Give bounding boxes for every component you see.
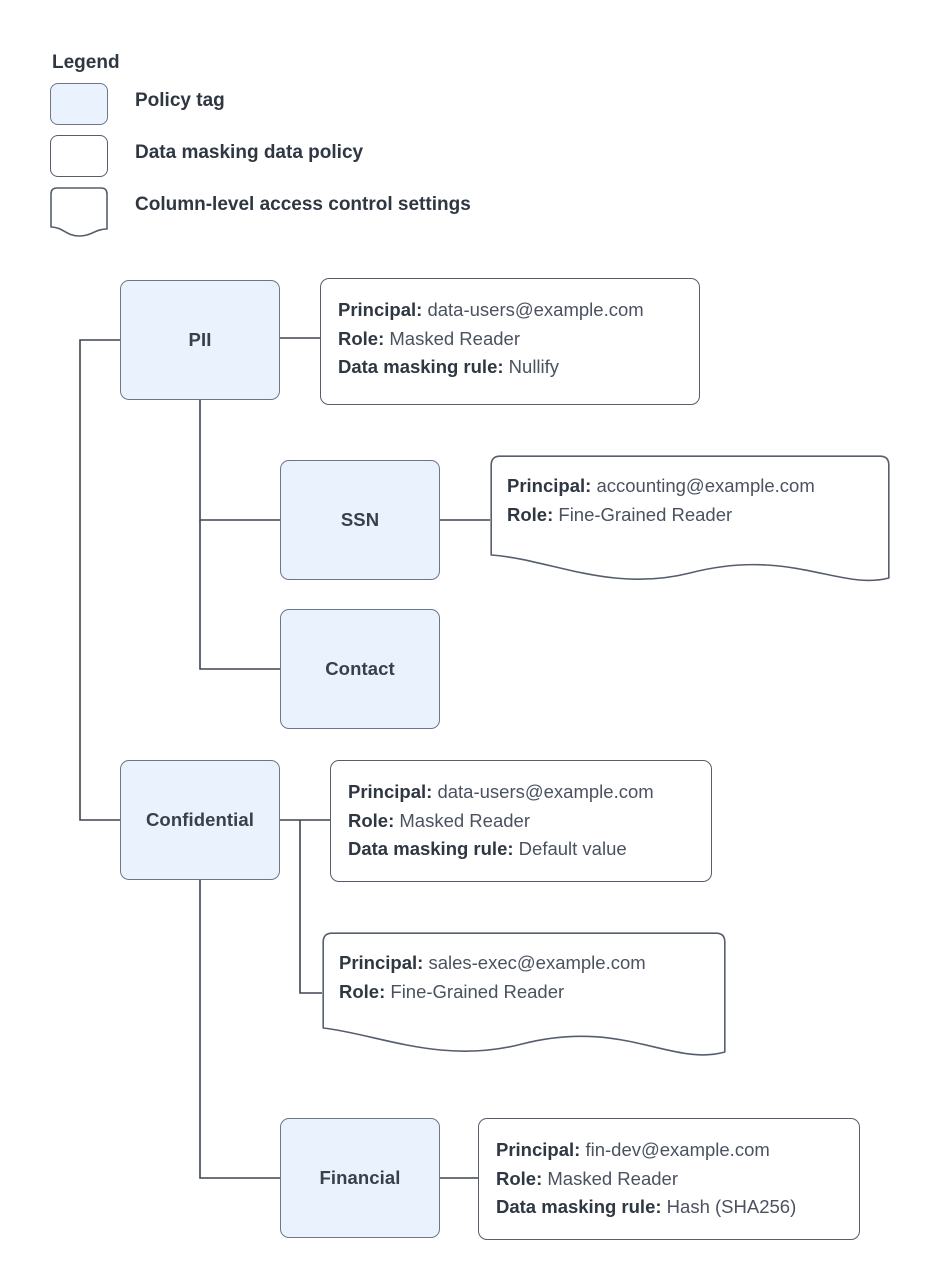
role-value: Masked Reader [389, 327, 520, 349]
masking-rule-value: Nullify [508, 356, 560, 377]
role-label: Role: [496, 1167, 543, 1189]
principal-value: fin-dev@example.com [585, 1139, 770, 1160]
policy-tag-node-ssn[interactable]: SSN [280, 460, 440, 580]
data-masking-policy-pii[interactable]: Principal: data-users@example.com Role: … [320, 278, 700, 405]
role-value: Masked Reader [399, 809, 530, 831]
policy-tag-node-pii[interactable]: PII [120, 280, 280, 400]
masking-rule-label: Data masking rule: [348, 838, 514, 859]
legend-item-label: Data masking data policy [135, 142, 364, 163]
legend-item-policy-tag: Policy tag [50, 83, 225, 135]
role-line: Role: Masked Reader [338, 325, 699, 354]
legend-item-column-level-access: Column-level access control settings [50, 187, 471, 239]
role-line: Role: Fine-Grained Reader [339, 978, 726, 1007]
role-label: Role: [507, 503, 554, 525]
edge-confidential-financial [199, 880, 280, 1179]
principal-line: Principal: fin-dev@example.com [496, 1136, 859, 1165]
node-label: PII [188, 329, 212, 350]
role-label: Role: [348, 809, 395, 831]
masking-rule-line: Data masking rule: Default value [348, 835, 711, 864]
node-label: Confidential [145, 809, 255, 830]
principal-value: data-users@example.com [427, 299, 644, 320]
node-label: Financial [319, 1167, 401, 1188]
legend-item-label: Column-level access control settings [135, 194, 471, 215]
role-value: Masked Reader [547, 1167, 678, 1189]
principal-line: Principal: accounting@example.com [507, 472, 890, 501]
doc-content: Principal: accounting@example.com Role: … [507, 472, 890, 529]
role-line: Role: Masked Reader [348, 807, 711, 836]
principal-value: data-users@example.com [437, 781, 654, 802]
masking-rule-line: Data masking rule: Nullify [338, 353, 699, 382]
node-label: Contact [325, 658, 395, 679]
principal-line: Principal: data-users@example.com [348, 778, 711, 807]
role-value: Fine-Grained Reader [558, 503, 733, 525]
legend-item-data-masking-policy: Data masking data policy [50, 135, 363, 187]
doc-content: Principal: sales-exec@example.com Role: … [339, 949, 726, 1006]
principal-label: Principal: [339, 952, 424, 973]
masking-rule-label: Data masking rule: [338, 356, 504, 377]
principal-value: accounting@example.com [596, 475, 815, 496]
principal-label: Principal: [507, 475, 592, 496]
legend-item-label: Policy tag [135, 90, 225, 111]
principal-line: Principal: data-users@example.com [338, 296, 699, 325]
root-spine [79, 339, 120, 821]
data-masking-policy-financial[interactable]: Principal: fin-dev@example.com Role: Mas… [478, 1118, 860, 1240]
edge-confidential-sales [299, 820, 322, 994]
principal-label: Principal: [338, 299, 423, 320]
role-value: Fine-Grained Reader [390, 980, 565, 1002]
column-level-access-swatch [50, 187, 108, 237]
masking-rule-label: Data masking rule: [496, 1196, 662, 1217]
policy-tag-node-financial[interactable]: Financial [280, 1118, 440, 1238]
policy-tag-node-contact[interactable]: Contact [280, 609, 440, 729]
role-line: Role: Masked Reader [496, 1165, 859, 1194]
edge-pii-ssn [199, 400, 280, 521]
role-line: Role: Fine-Grained Reader [507, 501, 890, 530]
policy-tag-swatch [50, 83, 108, 125]
policy-tag-node-confidential[interactable]: Confidential [120, 760, 280, 880]
masking-rule-line: Data masking rule: Hash (SHA256) [496, 1193, 859, 1222]
principal-label: Principal: [348, 781, 433, 802]
principal-line: Principal: sales-exec@example.com [339, 949, 726, 978]
role-label: Role: [338, 327, 385, 349]
legend-title: Legend [52, 52, 120, 73]
column-level-access-ssn[interactable]: Principal: accounting@example.com Role: … [490, 455, 890, 585]
doc-shape [490, 455, 890, 585]
masking-rule-value: Hash (SHA256) [666, 1196, 797, 1217]
doc-shape [322, 932, 726, 1060]
data-masking-policy-confidential[interactable]: Principal: data-users@example.com Role: … [330, 760, 712, 882]
node-label: SSN [340, 509, 380, 530]
legend: Legend Policy tag Data masking data poli… [50, 52, 471, 239]
principal-label: Principal: [496, 1139, 581, 1160]
column-level-access-confidential-sales[interactable]: Principal: sales-exec@example.com Role: … [322, 932, 726, 1060]
data-masking-policy-swatch [50, 135, 108, 177]
edge-pii-contact [199, 520, 280, 670]
masking-rule-value: Default value [518, 838, 627, 859]
principal-value: sales-exec@example.com [428, 952, 646, 973]
role-label: Role: [339, 980, 386, 1002]
